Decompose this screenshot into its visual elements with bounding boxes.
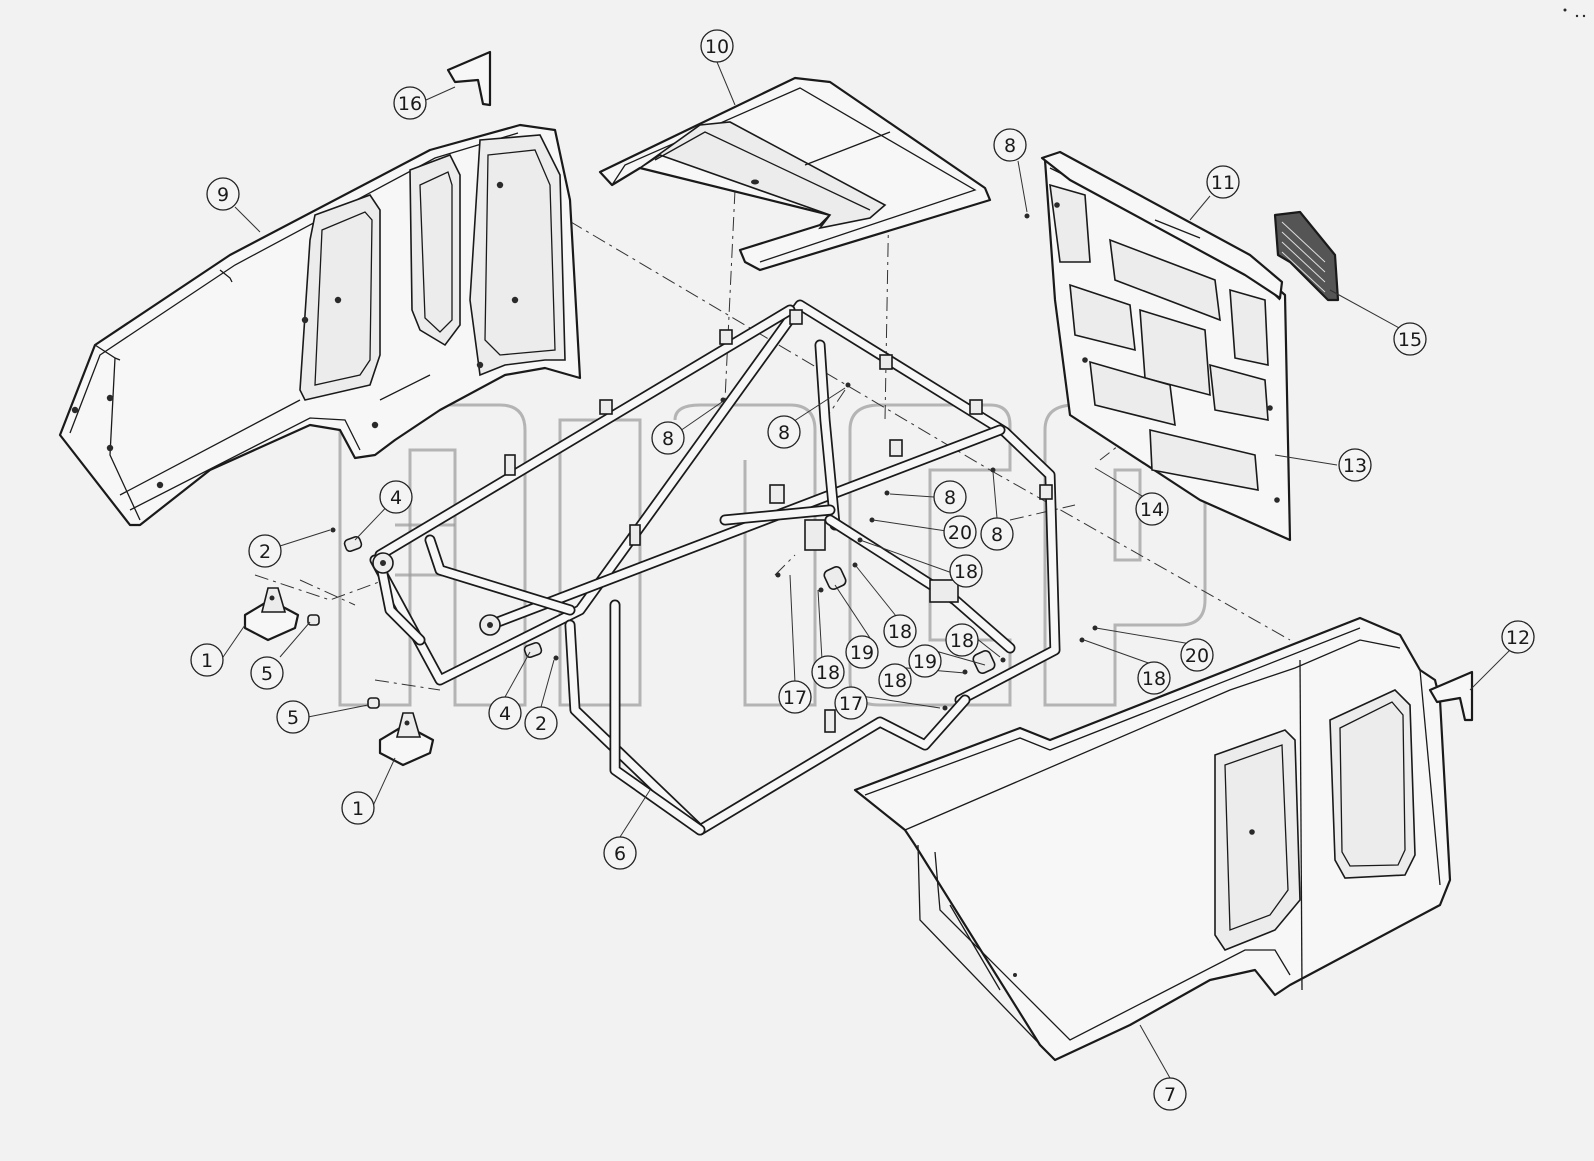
callout-18: 18 [1137, 661, 1171, 695]
callout-4: 4 [379, 480, 413, 514]
callout-2: 2 [524, 706, 558, 740]
svg-text:5: 5 [261, 663, 273, 685]
svg-text:4: 4 [390, 487, 402, 509]
svg-text:16: 16 [398, 93, 422, 115]
svg-text:2: 2 [535, 713, 547, 735]
svg-text:18: 18 [883, 670, 907, 692]
callout-18: 18 [945, 623, 979, 657]
svg-text:19: 19 [913, 651, 937, 673]
callout-16: 16 [393, 86, 427, 120]
svg-text:15: 15 [1398, 329, 1422, 351]
svg-text:5: 5 [287, 707, 299, 729]
callout-17: 17 [834, 686, 868, 720]
callout-12: 12 [1501, 620, 1535, 654]
callout-15: 15 [1393, 322, 1427, 356]
callout-8: 8 [980, 517, 1014, 551]
callout-7: 7 [1153, 1077, 1187, 1111]
svg-text:9: 9 [217, 184, 229, 206]
svg-text:11: 11 [1211, 172, 1235, 194]
rear-top-trim [1040, 150, 1284, 300]
callout-9: 9 [206, 177, 240, 211]
svg-text:8: 8 [1004, 135, 1016, 157]
svg-text:2: 2 [259, 541, 271, 563]
svg-text:12: 12 [1506, 627, 1530, 649]
callout-8: 8 [933, 480, 967, 514]
callout-20: 20 [943, 515, 977, 549]
callout-5: 5 [276, 700, 310, 734]
callout-8: 8 [993, 128, 1027, 162]
svg-text:1: 1 [352, 798, 364, 820]
hinge-left-upper [243, 587, 300, 642]
callout-20: 20 [1180, 638, 1214, 672]
svg-text:7: 7 [1164, 1084, 1176, 1106]
callout-18: 18 [878, 663, 912, 697]
callout-14: 14 [1135, 492, 1169, 526]
svg-text:4: 4 [499, 703, 511, 725]
svg-text:10: 10 [705, 36, 729, 58]
hinge-left-lower [378, 712, 435, 767]
callout-1: 1 [190, 643, 224, 677]
svg-text:20: 20 [948, 522, 972, 544]
svg-text:18: 18 [888, 621, 912, 643]
right-side-panel [853, 616, 1452, 1062]
svg-text:8: 8 [778, 422, 790, 444]
svg-text:20: 20 [1185, 645, 1209, 667]
rear-panel [1040, 150, 1292, 542]
svg-text:8: 8 [944, 487, 956, 509]
cab-frame [369, 299, 1061, 836]
left-emblem [446, 50, 492, 107]
left-side-panel [58, 123, 582, 527]
svg-text:18: 18 [954, 561, 978, 583]
svg-text:1: 1 [201, 650, 213, 672]
callouts: 1 1 2 2 4 4 5 5 6 7 8 8 8 8 8 9 10 11 12… [190, 29, 1535, 1111]
roof-panel [598, 76, 992, 272]
svg-text:14: 14 [1140, 499, 1164, 521]
spacer-upper [307, 614, 320, 626]
callout-10: 10 [700, 29, 734, 63]
callout-19: 19 [845, 635, 879, 669]
callout-13: 13 [1338, 448, 1372, 482]
right-emblem [1428, 670, 1474, 722]
rubber-mount-lower [972, 649, 996, 675]
bushing-upper [343, 535, 363, 553]
callout-18: 18 [949, 554, 983, 588]
svg-text:18: 18 [816, 662, 840, 684]
callout-5: 5 [250, 656, 284, 690]
callout-6: 6 [603, 836, 637, 870]
svg-text:18: 18 [950, 630, 974, 652]
svg-text:17: 17 [839, 693, 863, 715]
callout-1: 1 [341, 791, 375, 825]
svg-text:18: 18 [1142, 668, 1166, 690]
callout-18: 18 [811, 655, 845, 689]
svg-text:6: 6 [614, 843, 626, 865]
frame-hinge-mounts [372, 552, 501, 636]
spacer-lower [367, 697, 380, 709]
callout-18: 18 [883, 614, 917, 648]
svg-text:8: 8 [662, 428, 674, 450]
callout-2: 2 [248, 534, 282, 568]
frame-brackets [504, 309, 1053, 733]
svg-text:13: 13 [1343, 455, 1367, 477]
corner-artifacts [1563, 8, 1586, 18]
rear-grille [1273, 210, 1340, 302]
callout-4: 4 [488, 696, 522, 730]
svg-text:19: 19 [850, 642, 874, 664]
callout-8: 8 [767, 415, 801, 449]
callout-19: 19 [908, 644, 942, 678]
rubber-mount-upper [823, 565, 847, 591]
callout-11: 11 [1206, 165, 1240, 199]
svg-text:17: 17 [783, 687, 807, 709]
callout-8: 8 [651, 421, 685, 455]
svg-text:8: 8 [991, 524, 1003, 546]
callout-17: 17 [778, 680, 812, 714]
